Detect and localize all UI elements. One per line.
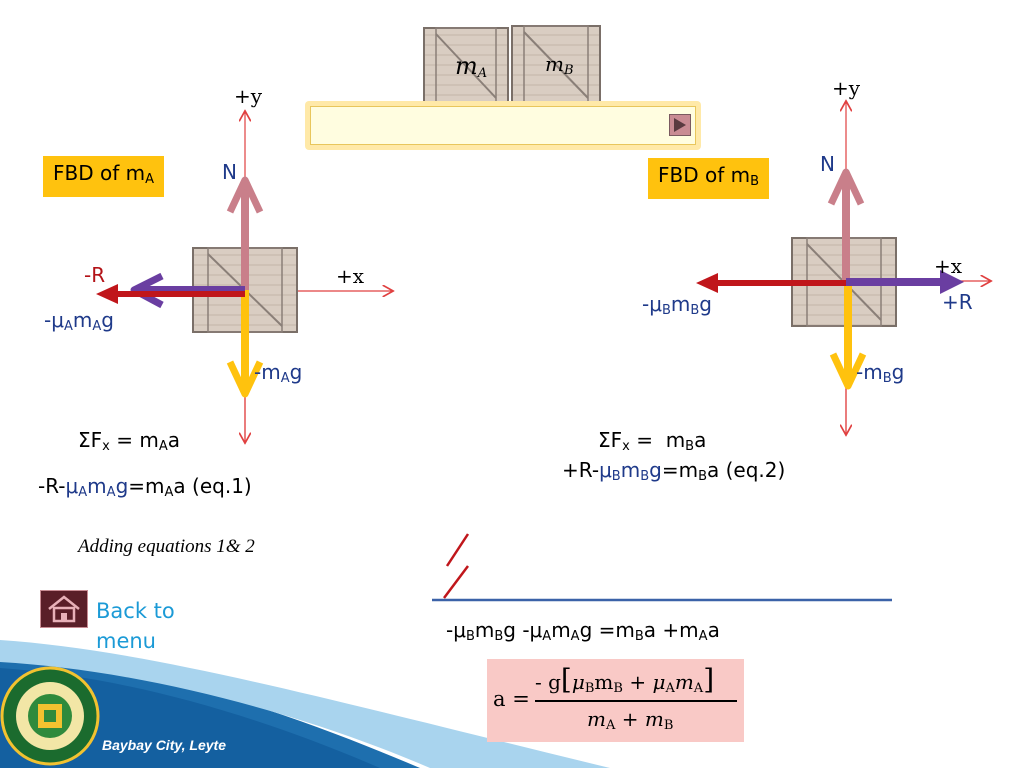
combined-equation: -μBmBg -μAmAg =mBa +mAa: [446, 618, 720, 644]
play-icon: [674, 118, 686, 132]
right-sum-forces: ΣFx = mBa: [598, 428, 707, 454]
back-label-line1: Back to: [96, 599, 175, 623]
home-button[interactable]: [40, 590, 88, 628]
left-friction-arrow: [130, 272, 245, 309]
home-icon: [48, 595, 80, 623]
right-reaction-label: +R: [942, 290, 973, 314]
animation-track: [310, 106, 696, 145]
right-weight-label: -mBg: [856, 360, 905, 386]
back-to-menu-link[interactable]: Back to menu: [96, 596, 175, 656]
left-sum-forces: ΣFx = mAa: [78, 428, 180, 454]
right-normal-arrow: [827, 168, 865, 282]
equation-1: -R-μAmAg=mAa (eq.1): [38, 474, 252, 500]
acceleration-formula: a = - g[μBmB + μAmA] mA + mB: [487, 659, 744, 742]
left-axis-y-label: +y: [234, 84, 263, 108]
footer-swoosh-light: [0, 640, 610, 768]
fbd-b-title: FBD of mB: [648, 158, 770, 199]
equation-2: +R-μBmBg=mBa (eq.2): [562, 458, 786, 484]
adding-equations-note: Adding equations 1& 2: [78, 536, 255, 557]
right-axis-x-label: +x: [934, 254, 963, 278]
animation-bar: [305, 101, 701, 150]
footer-city: Baybay City, Leyte: [102, 737, 226, 753]
mass-a-label: mA: [455, 52, 488, 81]
formula-denominator: mA + mB: [587, 707, 674, 733]
cancel-slash-2: [443, 565, 469, 599]
left-weight-label: -mAg: [254, 360, 303, 386]
formula-fraction-bar: [535, 700, 737, 702]
left-normal-arrow: [226, 176, 264, 292]
back-label-line2: menu: [96, 629, 156, 653]
right-friction-arrow: [696, 273, 846, 293]
left-reaction-arrow: [96, 284, 245, 304]
left-axis-x-label: +x: [336, 264, 365, 288]
play-button[interactable]: [669, 114, 691, 136]
right-axis-y-label: +y: [832, 76, 861, 100]
right-reaction-arrow: [846, 270, 964, 294]
left-reaction-label: -R: [84, 263, 106, 287]
mass-b-label: mB: [545, 52, 574, 78]
university-seal-logo: [0, 666, 100, 766]
left-weight-arrow: [226, 290, 264, 398]
fbd-a-title: FBD of mA: [43, 156, 165, 197]
left-normal-label: N: [222, 160, 237, 184]
formula-lhs: a =: [493, 687, 530, 711]
right-weight-arrow: [829, 280, 867, 390]
crate-b-top: [511, 25, 601, 105]
formula-numerator: - g[μBmB + μAmA]: [535, 663, 715, 696]
cancel-slash-1: [445, 533, 470, 567]
left-friction-label: -μAmAg: [44, 308, 114, 334]
right-normal-label: N: [820, 152, 835, 176]
right-friction-label: -μBmBg: [642, 292, 712, 318]
